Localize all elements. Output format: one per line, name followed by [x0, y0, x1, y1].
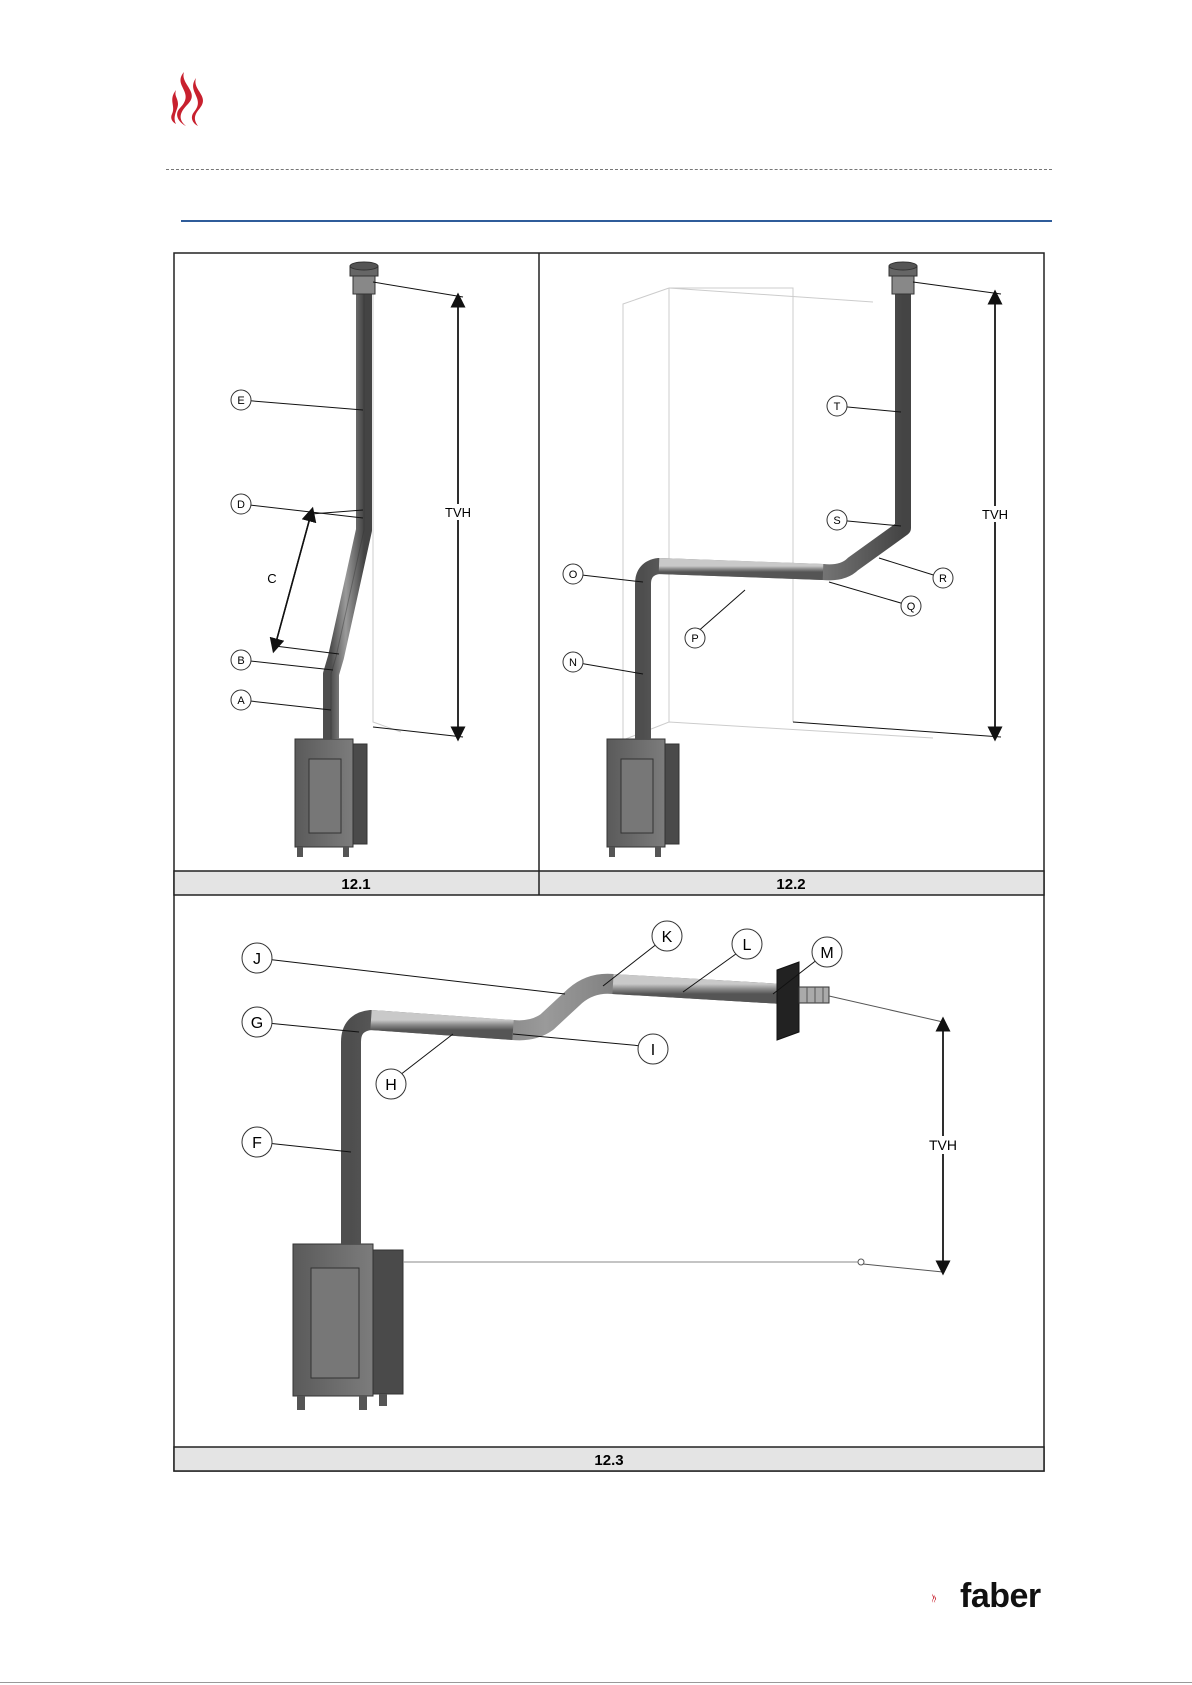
- svg-text:M: M: [820, 945, 833, 962]
- caption-bar-top: [174, 871, 1044, 895]
- caption-12-3: 12.3: [594, 1452, 623, 1469]
- callout-b: B: [231, 650, 251, 670]
- svg-text:Q: Q: [907, 601, 916, 613]
- flame-logo-icon: [166, 68, 214, 128]
- callout-g: G: [242, 1007, 272, 1037]
- faber-wordmark: faber: [960, 1576, 1041, 1616]
- callout-p: P: [685, 628, 705, 648]
- svg-text:K: K: [662, 929, 673, 946]
- section-blue-rule: [181, 220, 1052, 222]
- callout-j: J: [242, 943, 272, 973]
- installation-figure-svg: 12.1 12.2 12.3 TVH C: [173, 252, 1045, 1472]
- callout-i: I: [638, 1034, 668, 1064]
- svg-text:A: A: [237, 695, 245, 707]
- svg-text:N: N: [569, 657, 577, 669]
- faber-flame-icon: [930, 1578, 960, 1618]
- panel-12-2-diagram: TVH T S R Q P O: [563, 262, 1011, 857]
- svg-text:H: H: [385, 1077, 397, 1094]
- svg-text:D: D: [237, 499, 245, 511]
- panel-12-1-diagram: TVH C E D B A: [231, 262, 473, 857]
- callout-r: R: [933, 568, 953, 588]
- callout-h: H: [376, 1069, 406, 1099]
- callout-o: O: [563, 564, 583, 584]
- callout-a: A: [231, 690, 251, 710]
- callout-f: F: [242, 1127, 272, 1157]
- installation-figure: 12.1 12.2 12.3 TVH C: [173, 252, 1045, 1472]
- caption-12-1: 12.1: [341, 876, 370, 893]
- svg-text:I: I: [651, 1042, 655, 1059]
- svg-text:T: T: [834, 401, 841, 413]
- callout-n: N: [563, 652, 583, 672]
- callout-e: E: [231, 390, 251, 410]
- svg-text:P: P: [691, 633, 698, 645]
- callout-l: L: [732, 929, 762, 959]
- svg-text:E: E: [237, 395, 244, 407]
- dim-c-label: C: [267, 571, 276, 586]
- callout-d: D: [231, 494, 251, 514]
- callout-k: K: [652, 921, 682, 951]
- svg-text:O: O: [569, 569, 578, 581]
- callout-q: Q: [901, 596, 921, 616]
- caption-12-2: 12.2: [776, 876, 805, 893]
- svg-text:B: B: [237, 655, 244, 667]
- svg-text:G: G: [251, 1015, 263, 1032]
- svg-text:S: S: [833, 515, 840, 527]
- callout-s: S: [827, 510, 847, 530]
- svg-text:R: R: [939, 573, 947, 585]
- panel-12-3-diagram: TVH J G H I K L: [242, 921, 961, 1410]
- callout-t: T: [827, 396, 847, 416]
- header-dotted-rule: [166, 169, 1052, 170]
- svg-text:J: J: [253, 951, 261, 968]
- tvh-label-12-1: TVH: [445, 505, 471, 520]
- callout-m: M: [812, 937, 842, 967]
- svg-text:F: F: [252, 1135, 262, 1152]
- tvh-label-12-2: TVH: [982, 507, 1008, 522]
- footer-rule: [0, 1682, 1192, 1683]
- tvh-label-12-3: TVH: [929, 1137, 957, 1153]
- svg-text:L: L: [743, 937, 752, 954]
